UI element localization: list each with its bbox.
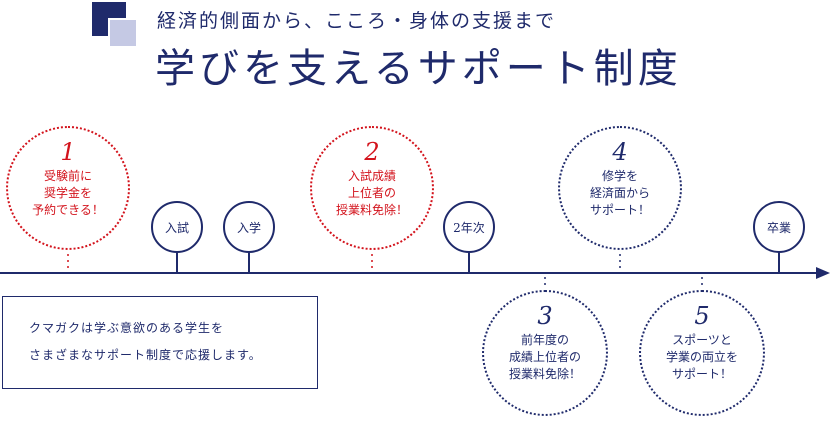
- support-bubble-3: 3 前年度の 成績上位者の 授業料免除！: [482, 290, 608, 416]
- milestone-label: 2年次: [453, 220, 485, 235]
- support-number: 2: [364, 138, 380, 166]
- connector-dot: [619, 254, 621, 256]
- connector-dot: [619, 260, 621, 262]
- connector-dot: [371, 254, 373, 256]
- support-text: 前年度の 成績上位者の 授業料免除！: [508, 333, 581, 381]
- support-bubble-1: 1 受験前に 奨学金を 予約できる！: [6, 126, 130, 250]
- support-text: 修学を 経済面から サポート！: [589, 169, 650, 217]
- support-number: 3: [537, 302, 553, 330]
- milestone-stem: [468, 252, 470, 272]
- milestone-label: 入試: [164, 220, 189, 235]
- milestone-label: 卒業: [766, 220, 791, 235]
- milestone-second-year: 2年次: [443, 201, 495, 253]
- connector-dot: [67, 266, 69, 268]
- support-bubble-5: 5 スポーツと 学業の両立を サポート！: [639, 290, 765, 416]
- milestone-entrance-exam: 入試: [151, 201, 203, 253]
- milestone-stem: [176, 252, 178, 272]
- milestone-label: 入学: [236, 220, 261, 235]
- header-square-light: [108, 18, 138, 48]
- connector-dot: [701, 277, 703, 279]
- support-number: 5: [694, 302, 710, 330]
- page-subtitle: 経済的側面から、こころ・身体の支援まで: [157, 10, 557, 32]
- info-line-1: クマガクは学ぶ意欲のある学生を: [29, 321, 225, 335]
- milestone-enrollment: 入学: [223, 201, 275, 253]
- page-title: 学びを支えるサポート制度: [155, 46, 682, 92]
- connector-dot: [371, 260, 373, 262]
- milestone-stem: [778, 252, 780, 272]
- support-bubble-2: 2 入試成績 上位者の 授業料免除！: [310, 126, 434, 250]
- timeline-arrow-icon: [816, 267, 830, 279]
- support-number: 1: [60, 138, 76, 166]
- support-text: スポーツと 学業の両立を サポート！: [665, 333, 738, 381]
- connector-dot: [544, 277, 546, 279]
- connector-dot: [67, 254, 69, 256]
- support-text: 入試成績 上位者の 授業料免除！: [335, 169, 408, 217]
- support-number: 4: [612, 138, 628, 166]
- support-bubble-4: 4 修学を 経済面から サポート！: [558, 126, 682, 250]
- connector-dot: [619, 266, 621, 268]
- support-text: 受験前に 奨学金を 予約できる！: [32, 169, 104, 217]
- info-box: クマガクは学ぶ意欲のある学生を さまざまなサポート制度で応援します。: [2, 296, 318, 389]
- connector-dot: [371, 266, 373, 268]
- connector-dot: [701, 283, 703, 285]
- timeline-line: [0, 272, 818, 274]
- milestone-stem: [248, 252, 250, 272]
- connector-dot: [544, 283, 546, 285]
- info-line-2: さまざまなサポート制度で応援します。: [29, 348, 262, 362]
- milestone-graduation: 卒業: [753, 201, 805, 253]
- connector-dot: [67, 260, 69, 262]
